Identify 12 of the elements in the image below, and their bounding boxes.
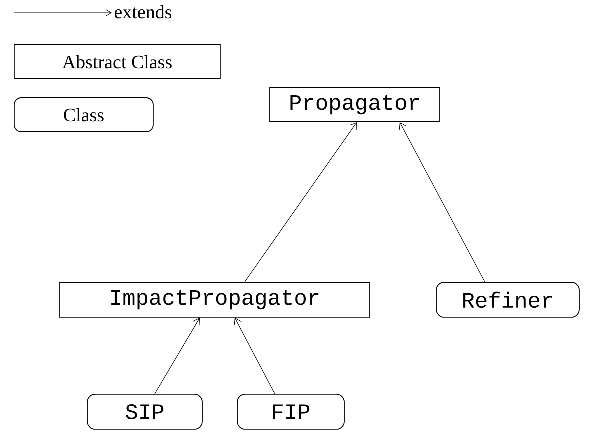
legend-label: extends	[114, 5, 172, 19]
arrow	[234, 318, 276, 394]
arrow	[399, 122, 486, 282]
legend-rounded-box: Class	[14, 98, 154, 132]
abstract-class-box: ImpactPropagator	[60, 282, 370, 318]
class-box: Refiner	[436, 282, 580, 318]
arrow	[154, 318, 200, 394]
class-box: SIP	[87, 394, 203, 430]
legend-box: Abstract Class	[14, 44, 221, 80]
abstract-class-box: Propagator	[270, 88, 440, 122]
arrow	[244, 122, 357, 282]
class-box: FIP	[237, 394, 345, 430]
